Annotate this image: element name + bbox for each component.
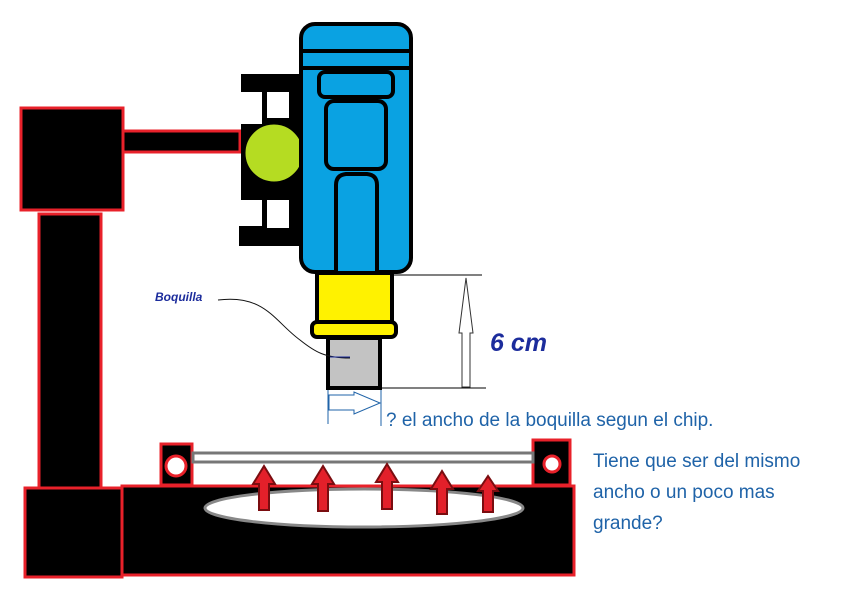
heat-arrow-icon — [374, 462, 400, 510]
question-line-2: ancho o un poco mas — [593, 482, 775, 503]
nozzle-label: Boquilla — [155, 290, 203, 304]
question-line-1: Tiene que ser del mismo — [593, 451, 801, 472]
height-dimension — [380, 274, 486, 389]
heat-arrow-icon — [476, 474, 500, 513]
motor-bracket — [239, 74, 304, 246]
width-arrow-icon — [328, 391, 382, 415]
nozzle — [326, 336, 382, 390]
question-line-3: grande? — [593, 513, 663, 534]
rail — [191, 451, 535, 464]
left-post-hole — [164, 454, 188, 478]
frame-column — [37, 212, 103, 490]
pcb-tray — [203, 487, 525, 529]
width-dimension — [327, 390, 382, 426]
height-arrow-icon — [458, 277, 474, 388]
frame-arm — [121, 129, 242, 154]
knob-icon — [244, 123, 304, 183]
heat-arrow-icon — [310, 464, 336, 512]
frame-top-block — [19, 106, 125, 212]
nozzle-holder — [310, 271, 398, 339]
height-label: 6 cm — [490, 329, 547, 357]
hot-air-motor — [299, 22, 413, 274]
frame-foot — [23, 486, 124, 579]
width-question: ? el ancho de la boquilla segun el chip. — [386, 410, 714, 431]
right-post-hole — [542, 454, 562, 474]
heat-arrows — [251, 462, 500, 515]
nozzle-leader-line — [217, 298, 351, 359]
heat-arrow-icon — [251, 464, 277, 511]
heat-arrow-icon — [429, 469, 455, 515]
